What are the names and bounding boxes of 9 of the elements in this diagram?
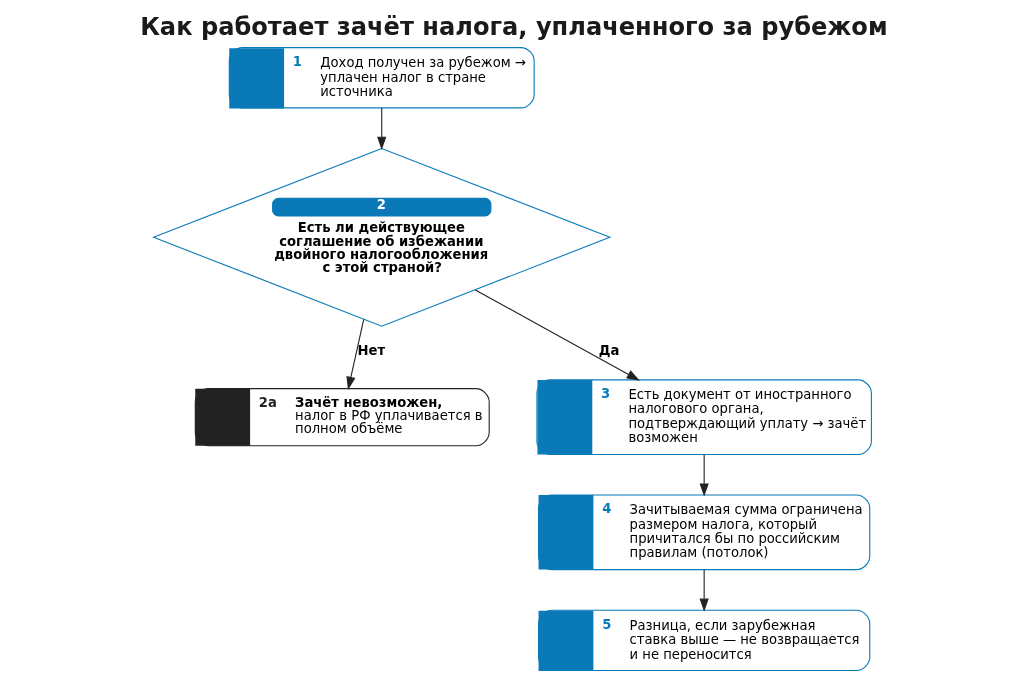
edge-label: Нет bbox=[357, 343, 385, 359]
node-diamond: 2 Есть ли действующее соглашение об избежании двойного налогообложения с этой страной? bbox=[151, 147, 611, 327]
arrow bbox=[699, 454, 709, 497]
arrow bbox=[376, 107, 386, 150]
arrow bbox=[474, 289, 640, 381]
arrow bbox=[699, 569, 709, 612]
edge-label: Да bbox=[598, 343, 619, 359]
diagram-title: Как работает зачёт налога, уплаченного за рубежом bbox=[139, 13, 888, 42]
arrow bbox=[345, 318, 364, 390]
